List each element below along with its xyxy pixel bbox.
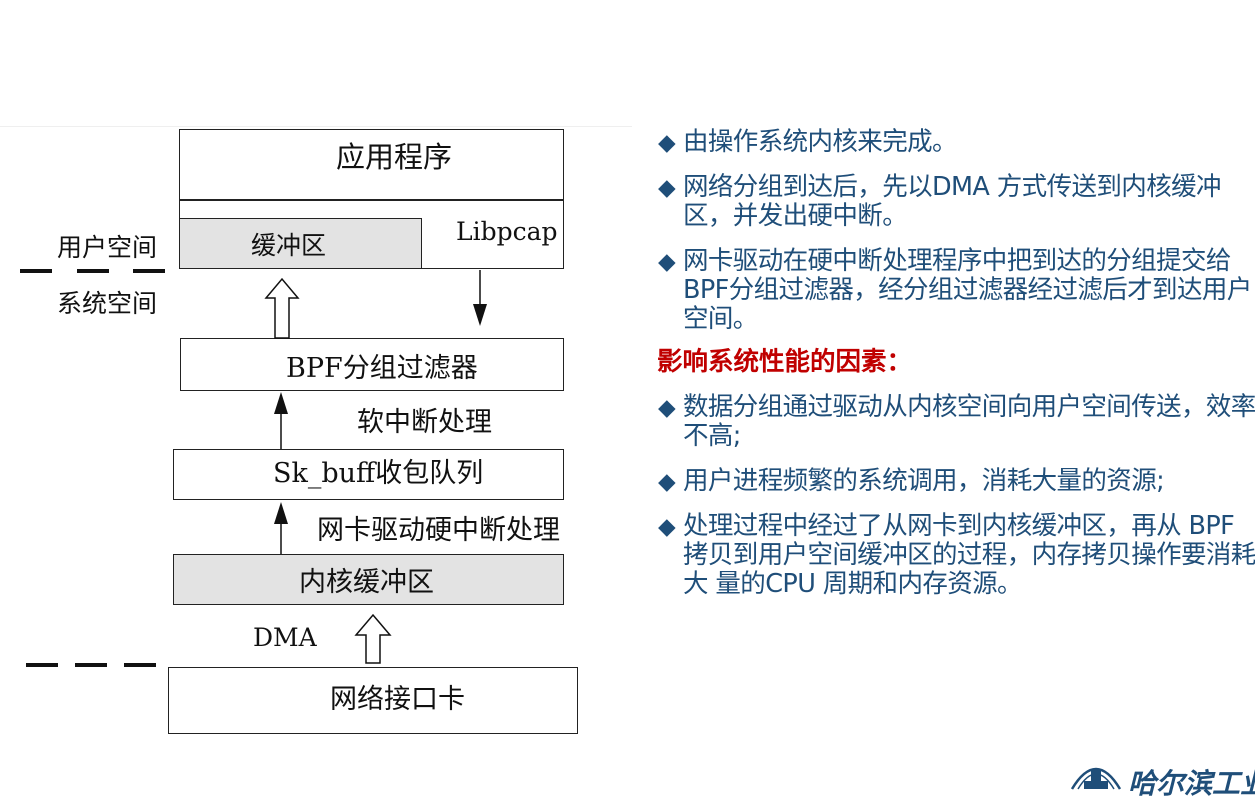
skbuff-label: Sk_buff收包队列 [273,458,484,489]
boundary-dash [75,663,107,667]
libpcap-label: Libpcap [456,217,558,246]
hollow-up-arrow [264,277,300,339]
nic-irq-label: 网卡驱动硬中断处理 [317,515,560,546]
system-space-label: 系统空间 [57,289,158,318]
bullet-text: 网卡驱动在硬中断处理程序中把到达的分组提交给BPF分组过滤器，经分组过滤器经过滤… [683,246,1252,334]
bullet-text: 数据分组通过驱动从内核空间向用户空间传送，效率不高; [683,392,1255,451]
diamond-bullet-icon: ◆ [658,469,676,495]
bullet-text: 由操作系统内核来完成。 [683,127,958,157]
user-space-label: 用户空间 [57,233,158,262]
diamond-bullet-icon: ◆ [658,514,676,540]
app-box-divider [179,199,564,201]
up-arrow-head [274,392,288,414]
boundary-dash [77,269,109,273]
boundary-dash [133,269,165,273]
bullet-item: ◆ 数据分组通过驱动从内核空间向用户空间传送，效率不高; [657,393,1255,451]
skbuff-box [173,449,564,500]
up-arrow-head [274,502,288,524]
bullet-item: ◆ 网卡驱动在硬中断处理程序中把到达的分组提交给BPF分组过滤器，经分组过滤器经过… [657,247,1255,334]
university-logo-text: 哈尔滨工业大 [1128,767,1255,800]
nic-label: 网络接口卡 [330,684,465,715]
nic-box [168,667,578,734]
bullet-item: ◆ 由操作系统内核来完成。 [657,128,1255,157]
diamond-bullet-icon: ◆ [658,130,676,156]
down-arrow-head [473,304,487,326]
kernel-buffer-label: 内核缓冲区 [299,567,434,598]
diagram-arrows [264,270,487,664]
factors-heading: 影响系统性能的因素： [657,347,913,377]
boundary-dash [124,663,156,667]
university-logo-icon [1070,767,1122,790]
soft-irq-label: 软中断处理 [357,407,492,438]
diamond-bullet-icon: ◆ [658,249,676,275]
bpf-box [180,338,564,391]
bullet-text: 网络分组到达后，先以DMA 方式传送到内核缓冲区，并发出硬中断。 [683,172,1221,231]
diamond-bullet-icon: ◆ [658,175,676,201]
bullet-text: 处理过程中经过了从网卡到内核缓冲区，再从 BPF 拷贝到用户空间缓冲区的过程，内… [683,511,1255,599]
diamond-bullet-icon: ◆ [658,395,676,421]
dma-label: DMA [253,623,317,652]
bullet-item: ◆ 处理过程中经过了从网卡到内核缓冲区，再从 BPF 拷贝到用户空间缓冲区的过程，… [657,512,1255,599]
kernel-buffer-box [173,554,564,605]
explanation-panel: ◆ 由操作系统内核来完成。 ◆ 网络分组到达后，先以DMA 方式传送到内核缓冲区，并… [657,128,1255,615]
app-label: 应用程序 [336,140,453,174]
top-rule [0,126,632,127]
hollow-up-arrow [354,613,392,664]
bpf-label: BPF分组过滤器 [286,353,478,384]
bullet-item: ◆ 网络分组到达后，先以DMA 方式传送到内核缓冲区，并发出硬中断。 [657,173,1255,231]
bullet-text: 用户进程频繁的系统调用，消耗大量的资源; [683,466,1165,496]
boundary-dash [26,663,58,667]
bullet-item: ◆ 用户进程频繁的系统调用，消耗大量的资源; [657,467,1255,496]
buffer-label: 缓冲区 [251,231,327,260]
boundary-dash [20,269,52,273]
buffer-box [179,218,422,269]
